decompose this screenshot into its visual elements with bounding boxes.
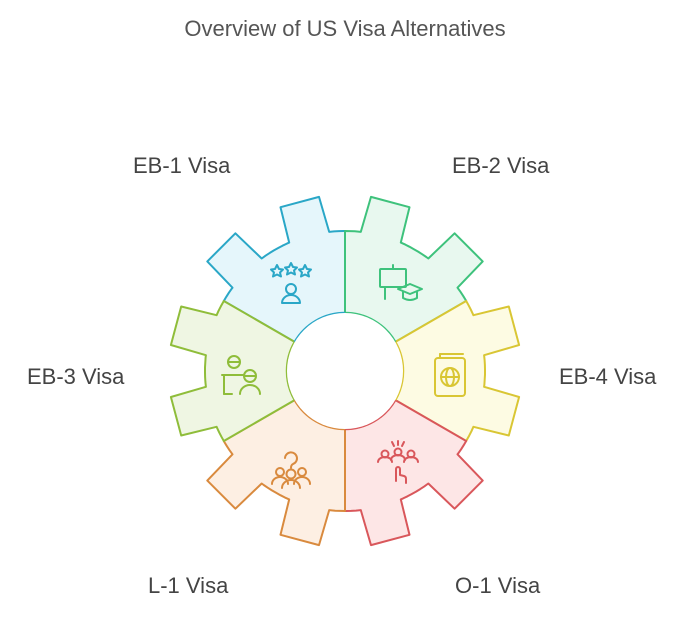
- team-people-icon: [271, 451, 311, 489]
- label-l-1-visa: L-1 Visa: [148, 573, 229, 598]
- passport-icon: [434, 353, 466, 397]
- diagram-title: Overview of US Visa Alternatives: [184, 16, 506, 41]
- graduation-board-icon: [379, 264, 423, 301]
- worker-desk-icon: [221, 355, 261, 395]
- label-eb-3-visa: EB-3 Visa: [27, 364, 125, 389]
- gear-hub: [287, 313, 403, 429]
- label-eb-2-visa: EB-2 Visa: [452, 153, 550, 178]
- stars-person-icon: [270, 262, 312, 304]
- label-eb-1-visa: EB-1 Visa: [133, 153, 231, 178]
- label-eb-4-visa: EB-4 Visa: [559, 364, 657, 389]
- label-o-1-visa: O-1 Visa: [455, 573, 541, 598]
- group-pointer-icon: [377, 440, 419, 484]
